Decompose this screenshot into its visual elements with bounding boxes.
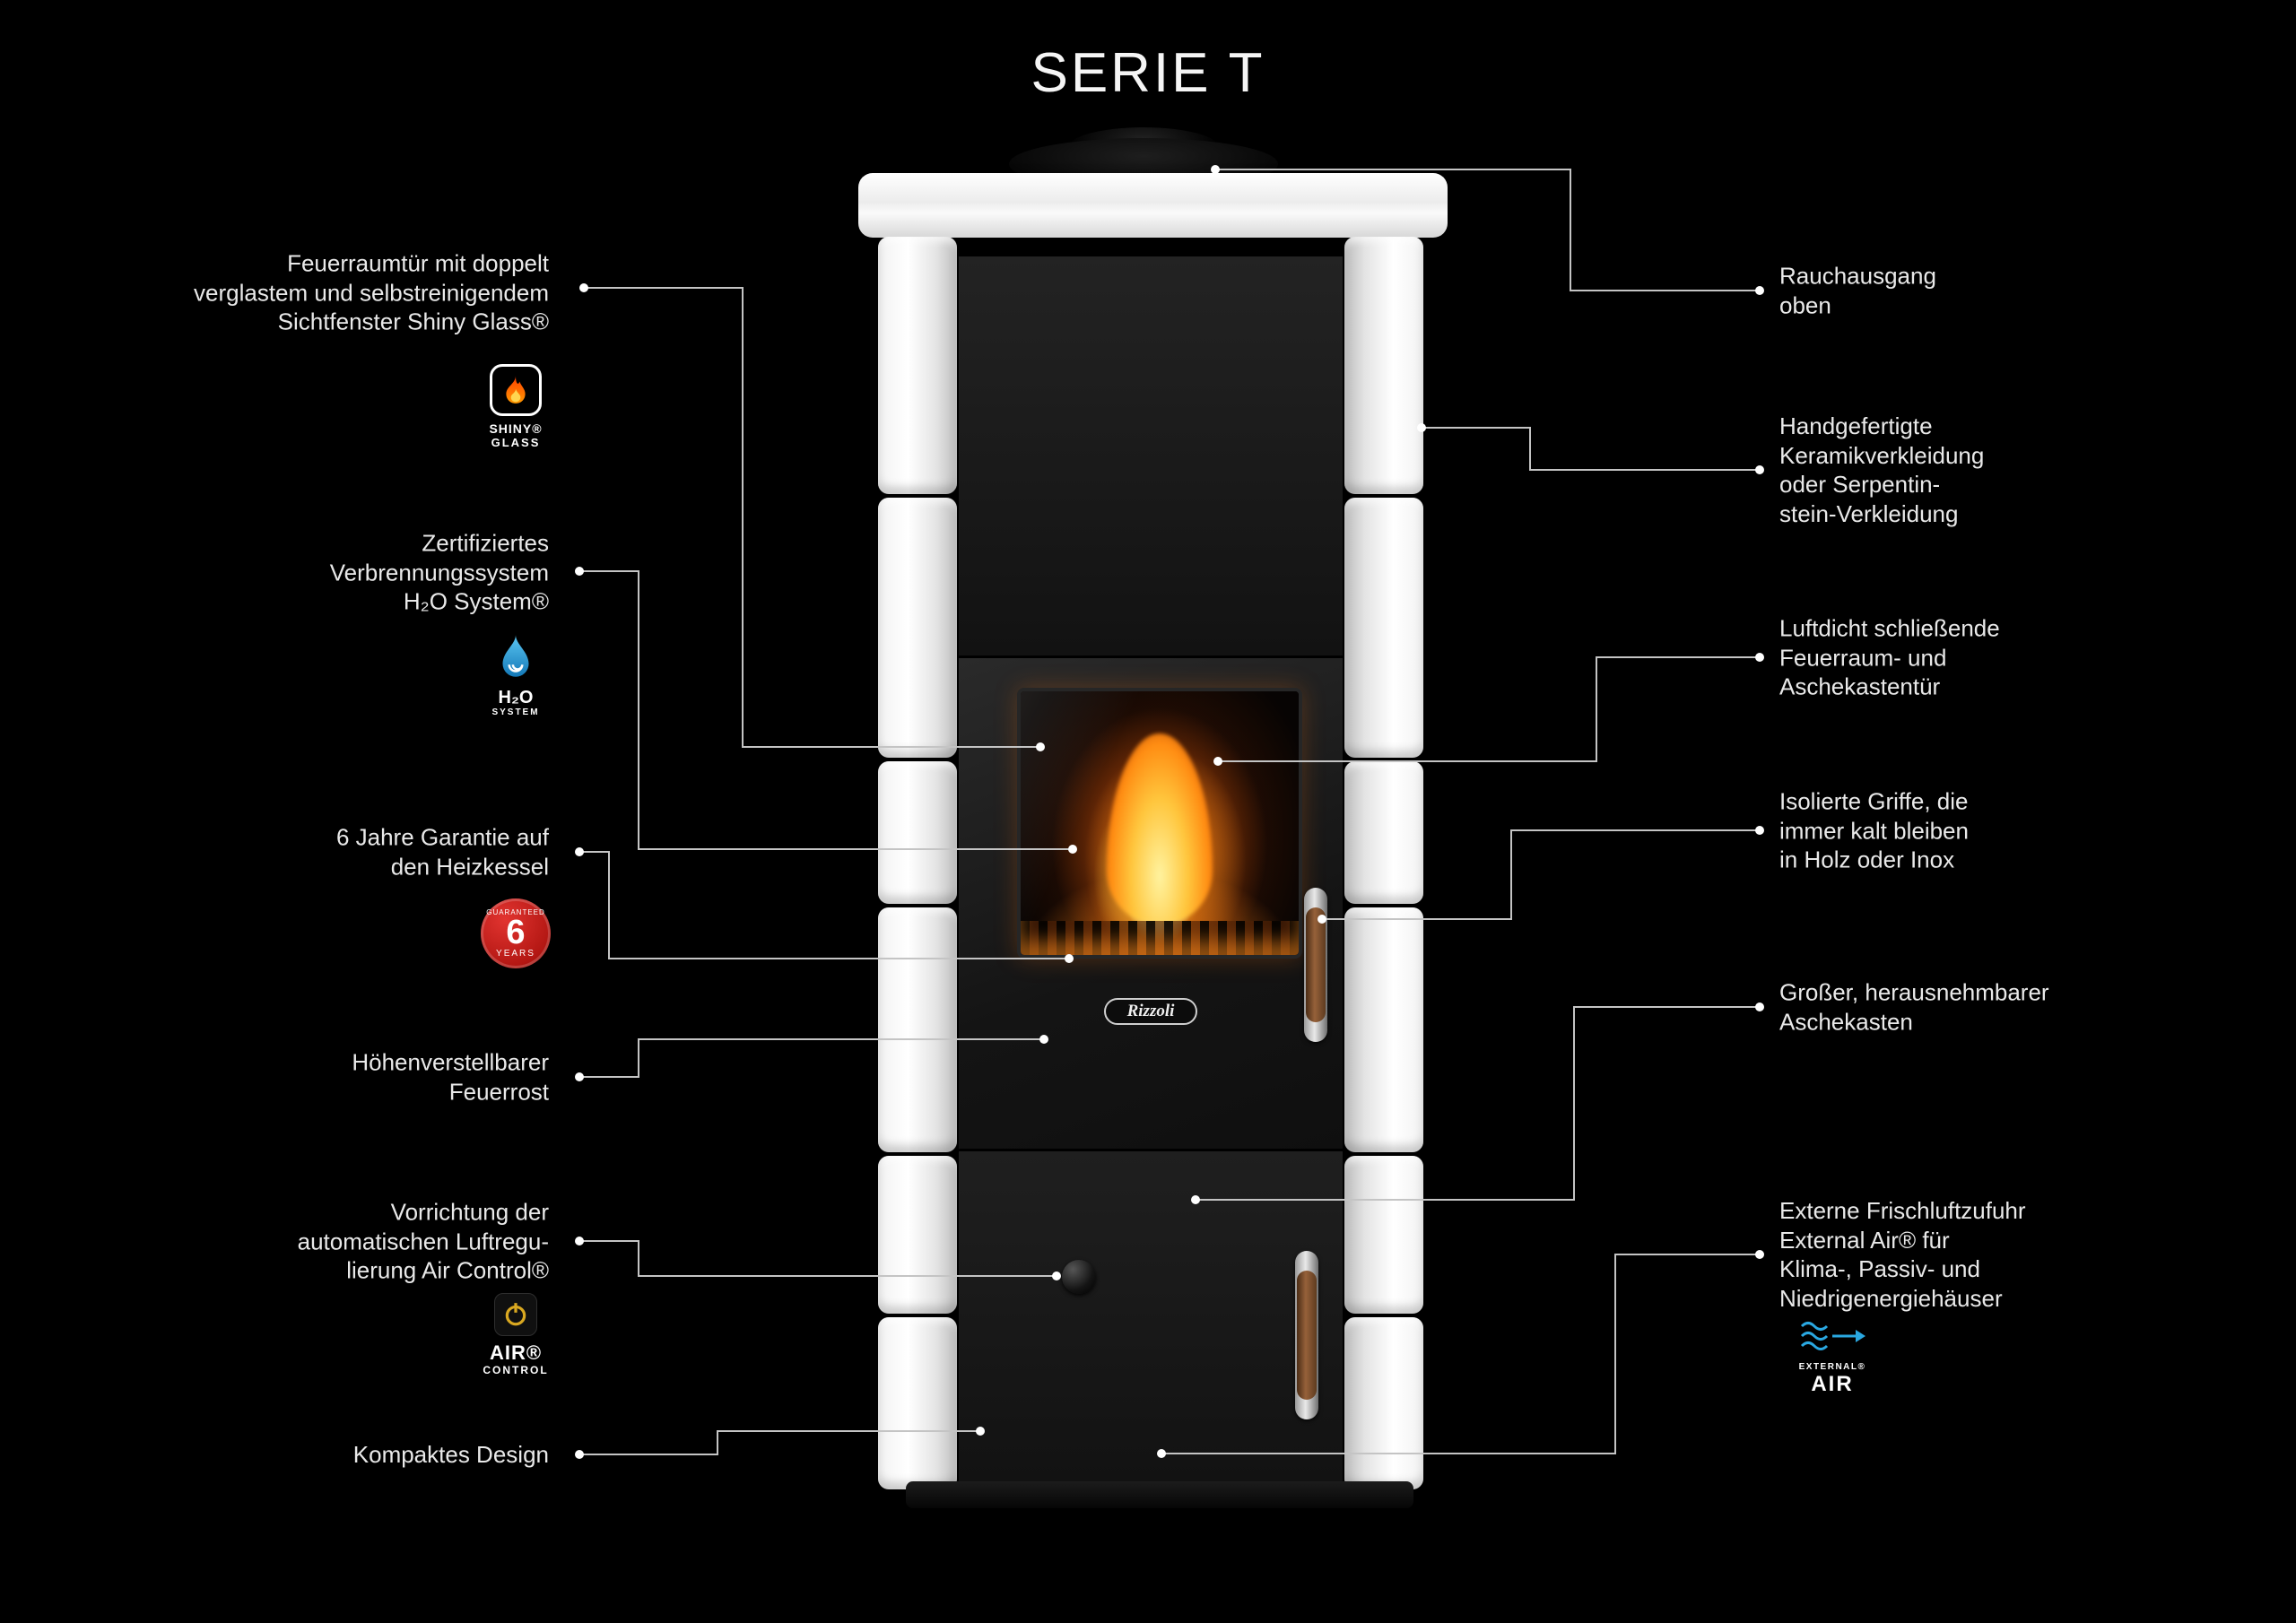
icon-label-bottom: SYSTEM bbox=[491, 707, 540, 717]
guarantee-badge: GUARANTEED 6 YEARS bbox=[453, 898, 578, 968]
h2o-system-badge: H₂O SYSTEM bbox=[453, 633, 578, 717]
icon-label-bottom: GLASS bbox=[491, 436, 541, 449]
ceramic-tile bbox=[878, 498, 957, 758]
ceramic-tile bbox=[878, 1156, 957, 1314]
stove-base-plinth bbox=[906, 1481, 1413, 1508]
air-control-knob bbox=[1062, 1260, 1096, 1294]
glass-reflection bbox=[1021, 691, 1299, 955]
handle-wood-grip bbox=[1306, 907, 1326, 1022]
front-panel: Rizzoli bbox=[959, 256, 1343, 1486]
icon-label-bottom: CONTROL bbox=[483, 1364, 549, 1376]
firebox-door-handle bbox=[1304, 888, 1327, 1042]
brand-logo: Rizzoli bbox=[1104, 998, 1197, 1025]
handle-wood-grip bbox=[1297, 1271, 1317, 1400]
ceramic-tile bbox=[1344, 907, 1423, 1152]
shiny-glass-badge: SHINY® GLASS bbox=[453, 364, 578, 449]
seal-number: 6 bbox=[506, 914, 526, 951]
icon-label-top: H₂O bbox=[498, 688, 534, 707]
stove-illustration: Rizzoli bbox=[858, 126, 1448, 1524]
firebox-door: Rizzoli bbox=[959, 658, 1343, 1149]
ceramic-tile bbox=[878, 761, 957, 904]
callout-label-kompakt: Kompaktes Design bbox=[352, 1440, 549, 1468]
ceramic-top-slab bbox=[858, 173, 1448, 238]
ceramic-tile bbox=[1344, 761, 1423, 904]
ash-door-handle bbox=[1295, 1251, 1318, 1419]
ceramic-tile bbox=[878, 1317, 957, 1489]
six-years-seal: GUARANTEED 6 YEARS bbox=[481, 898, 551, 968]
icon-label-top: AIR® bbox=[489, 1341, 543, 1364]
external-air-badge: EXTERNAL® AIR bbox=[1770, 1318, 1895, 1395]
power-icon bbox=[494, 1293, 537, 1336]
flame-icon bbox=[490, 364, 542, 416]
callout-line-keramik bbox=[1422, 427, 1760, 471]
ceramic-tile bbox=[878, 237, 957, 494]
ash-box-door bbox=[959, 1149, 1343, 1486]
fire-window-glass bbox=[1017, 688, 1302, 959]
page-title: SERIE T bbox=[1031, 42, 1265, 104]
ceramic-tile bbox=[878, 907, 957, 1152]
ceramic-tile bbox=[1344, 237, 1423, 494]
air-control-badge: AIR® CONTROL bbox=[453, 1293, 578, 1377]
ceramic-column-left bbox=[876, 237, 959, 1493]
icon-label-top: SHINY® bbox=[489, 421, 543, 436]
icon-label-bottom: AIR bbox=[1811, 1372, 1854, 1396]
ceramic-tile bbox=[1344, 1317, 1423, 1489]
upper-panel bbox=[959, 256, 1343, 658]
seal-bottom-text: YEARS bbox=[496, 949, 535, 959]
ceramic-column-right bbox=[1343, 237, 1425, 1493]
airflow-icon bbox=[1800, 1322, 1866, 1350]
icon-label-top: EXTERNAL® bbox=[1798, 1362, 1866, 1372]
ceramic-tile bbox=[1344, 498, 1423, 758]
water-drop-icon bbox=[502, 635, 529, 677]
seal-top-text: GUARANTEED bbox=[486, 908, 545, 916]
ceramic-tile bbox=[1344, 1156, 1423, 1314]
